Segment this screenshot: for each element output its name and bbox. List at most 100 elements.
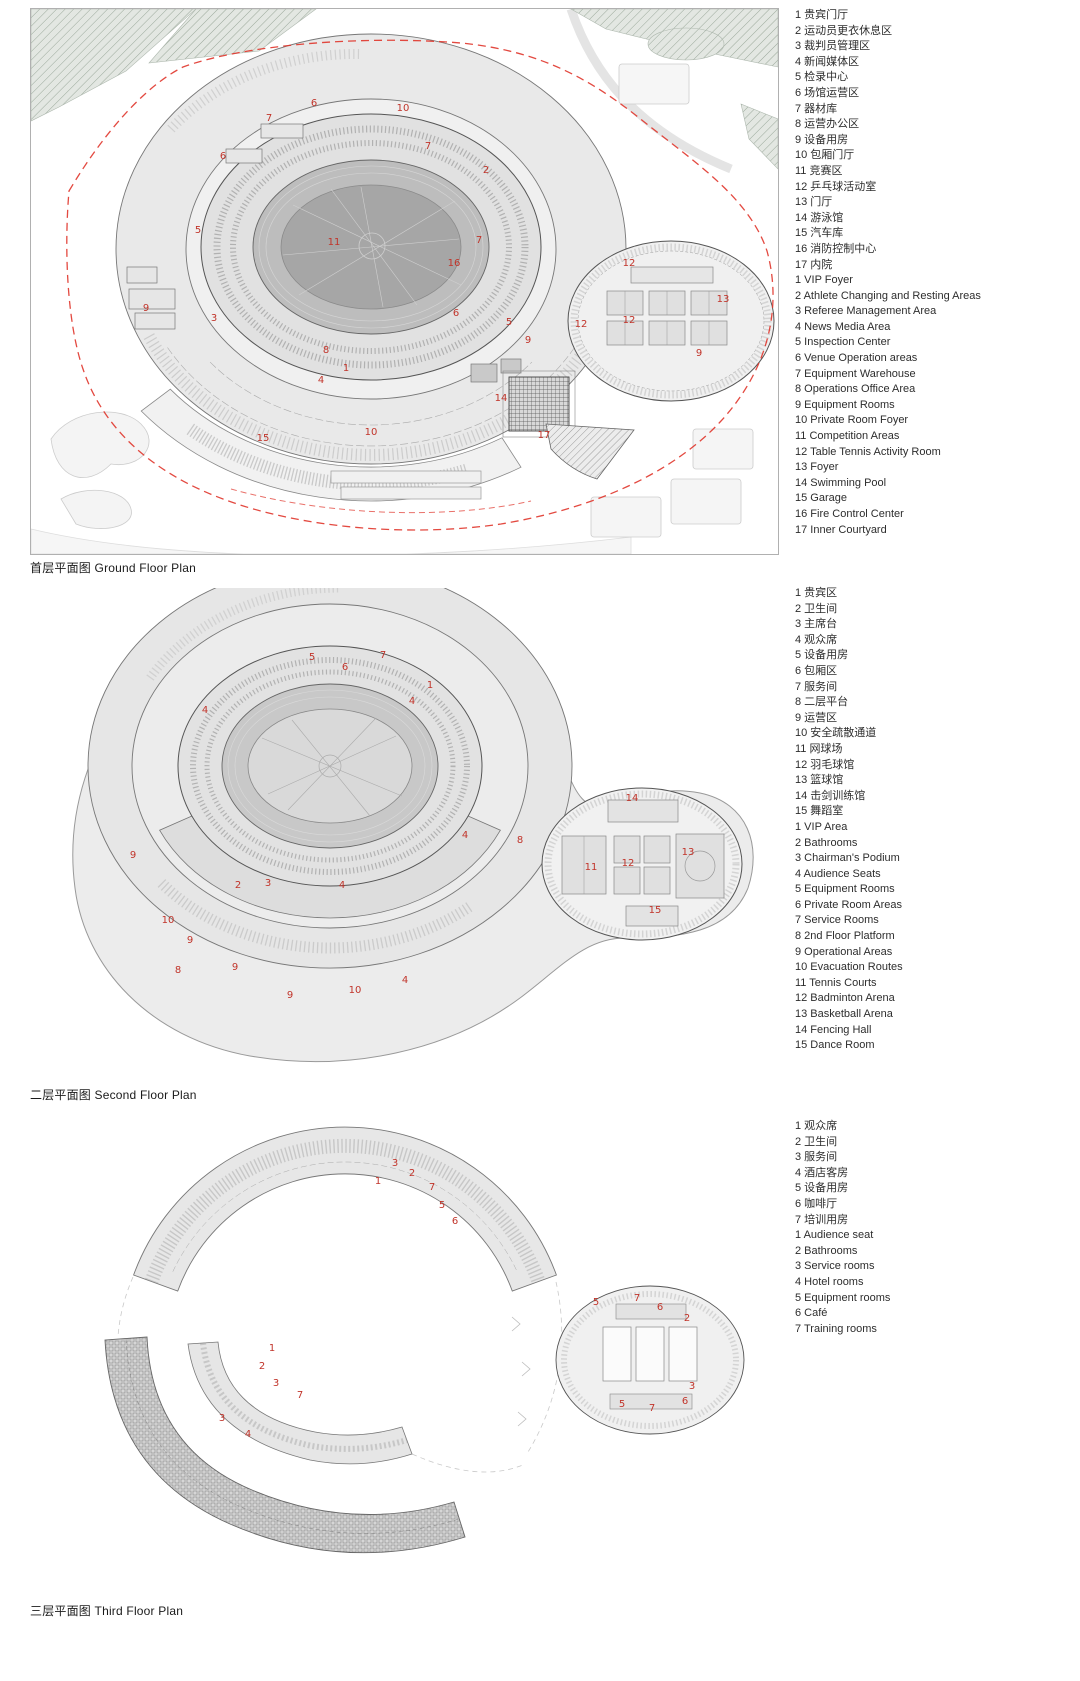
legend-line: 5 Equipment rooms [795,1291,891,1304]
plan-number-marker: 7 [633,1293,641,1304]
legend-line: 7 器材库 [795,102,838,115]
legend-line: 7 Training rooms [795,1322,877,1335]
plan-number-marker: 5 [618,1399,626,1410]
legend-line: 1 VIP Foyer [795,274,853,287]
legend-line: 2 卫生间 [795,1135,838,1148]
legend-line: 3 服务间 [795,1151,838,1164]
plan-number-marker: 4 [408,696,416,707]
legend-line: 4 Audience Seats [795,867,881,880]
legend-line: 11 Competition Areas [795,430,900,443]
legend-line: 9 运营区 [795,711,838,724]
legend-line: 2 卫生间 [795,602,838,615]
plan-number-marker: 5 [592,1297,600,1308]
legend-line: 7 服务间 [795,680,838,693]
legend-line: 1 观众席 [795,1120,838,1132]
legend-line: 1 VIP Area [795,820,848,833]
legend-line: 3 Referee Management Area [795,305,937,318]
plan-number-marker: 14 [625,793,639,804]
legend-line: 12 Table Tennis Activity Room [795,445,941,458]
legend-line: 14 击剑训练馆 [795,789,866,802]
plan-number-marker: 12 [621,858,635,869]
plan-number-marker: 9 [142,303,150,314]
plan-number-marker: 3 [210,313,218,324]
plan-number-marker: 3 [391,1158,399,1169]
plan-number-marker: 6 [219,151,227,162]
service-room-blocks [126,123,522,500]
second-floor-caption: 二层平面图 Second Floor Plan [30,1088,197,1102]
legend-line: 10 安全疏散通道 [795,727,877,740]
plan-number-marker: 8 [322,345,330,356]
legend-line: 3 主席台 [795,618,838,631]
plan-number-marker: 1 [374,1176,382,1187]
plan-number-marker: 9 [129,850,137,861]
legend-line: 6 场馆运营区 [795,86,860,99]
legend-line: 4 酒店客房 [795,1166,849,1179]
plan-number-marker: 6 [656,1302,664,1313]
legend-line: 15 舞蹈室 [795,805,844,818]
legend-line: 6 Café [795,1307,828,1320]
badminton-courts [613,835,671,895]
legend-line: 16 Fire Control Center [795,508,904,520]
fencing-hall [607,799,679,823]
legend-line: 15 Dance Room [795,1039,875,1052]
plan-number-marker: 2 [234,880,242,891]
plan-number-marker: 1 [426,680,434,691]
legend-line: 6 Venue Operation areas [795,352,918,365]
plan-number-marker: 5 [505,317,513,328]
legend-line: 14 Swimming Pool [795,476,887,489]
legend-line: 8 2nd Floor Platform [795,930,895,943]
legend-line: 6 包厢区 [795,664,838,677]
inner-courtyard [545,423,635,480]
legend-line: 14 游泳馆 [795,211,844,224]
legend-line: 9 Operational Areas [795,945,893,958]
plan-number-marker: 17 [537,430,551,441]
service-band [187,1341,413,1465]
legend-line: 11 Tennis Courts [795,976,877,989]
legend-line: 2 Bathrooms [795,836,858,849]
plan-number-marker: 4 [201,705,209,716]
plan-number-marker: 4 [244,1429,252,1440]
plan-number-marker: 2 [482,165,490,176]
legend-line: 7 Equipment Warehouse [795,367,916,380]
legend-line: 2 运动员更衣休息区 [795,24,893,37]
plan-number-marker: 12 [574,319,588,330]
legend-line: 13 篮球馆 [795,774,844,787]
plan-number-marker: 4 [338,880,346,891]
plan-number-marker: 13 [716,294,730,305]
hotel-band [104,1336,466,1554]
plan-number-marker: 1 [342,363,350,374]
plan-number-marker: 1 [268,1343,276,1354]
plan-number-marker: 10 [364,427,378,438]
plan-number-marker: 7 [265,113,273,124]
third-floor-plan-drawing [104,1126,745,1554]
plan-number-marker: 3 [264,878,272,889]
legend-line: 8 运营办公区 [795,118,860,131]
legend-line: 1 贵宾门厅 [795,9,849,21]
plan-number-marker: 13 [681,847,695,858]
legend-line: 2 Bathrooms [795,1244,858,1257]
plan-number-marker: 3 [272,1378,280,1389]
plan-number-marker: 6 [452,308,460,319]
legend-line: 6 Private Room Areas [795,898,902,911]
legend-line: 2 Athlete Changing and Resting Areas [795,289,981,302]
legend-line: 7 Service Rooms [795,914,879,927]
legend-line: 6 咖啡厅 [795,1197,838,1210]
plan-number-marker: 10 [396,103,410,114]
plan-number-marker: 14 [494,393,508,404]
plan-number-marker: 6 [310,98,318,109]
stadium-bowl [200,113,542,381]
plan-number-marker: 7 [428,1182,436,1193]
legend-line: 10 Evacuation Routes [795,961,903,974]
legend-line: 12 羽毛球馆 [795,758,855,771]
plan-number-marker: 8 [174,965,182,976]
sports-annex-building [541,787,743,941]
hatched-landscape-areas [31,9,778,170]
plan-number-marker: 5 [438,1200,446,1211]
plan-number-marker: 9 [286,990,294,1001]
plan-number-marker: 7 [424,141,432,152]
